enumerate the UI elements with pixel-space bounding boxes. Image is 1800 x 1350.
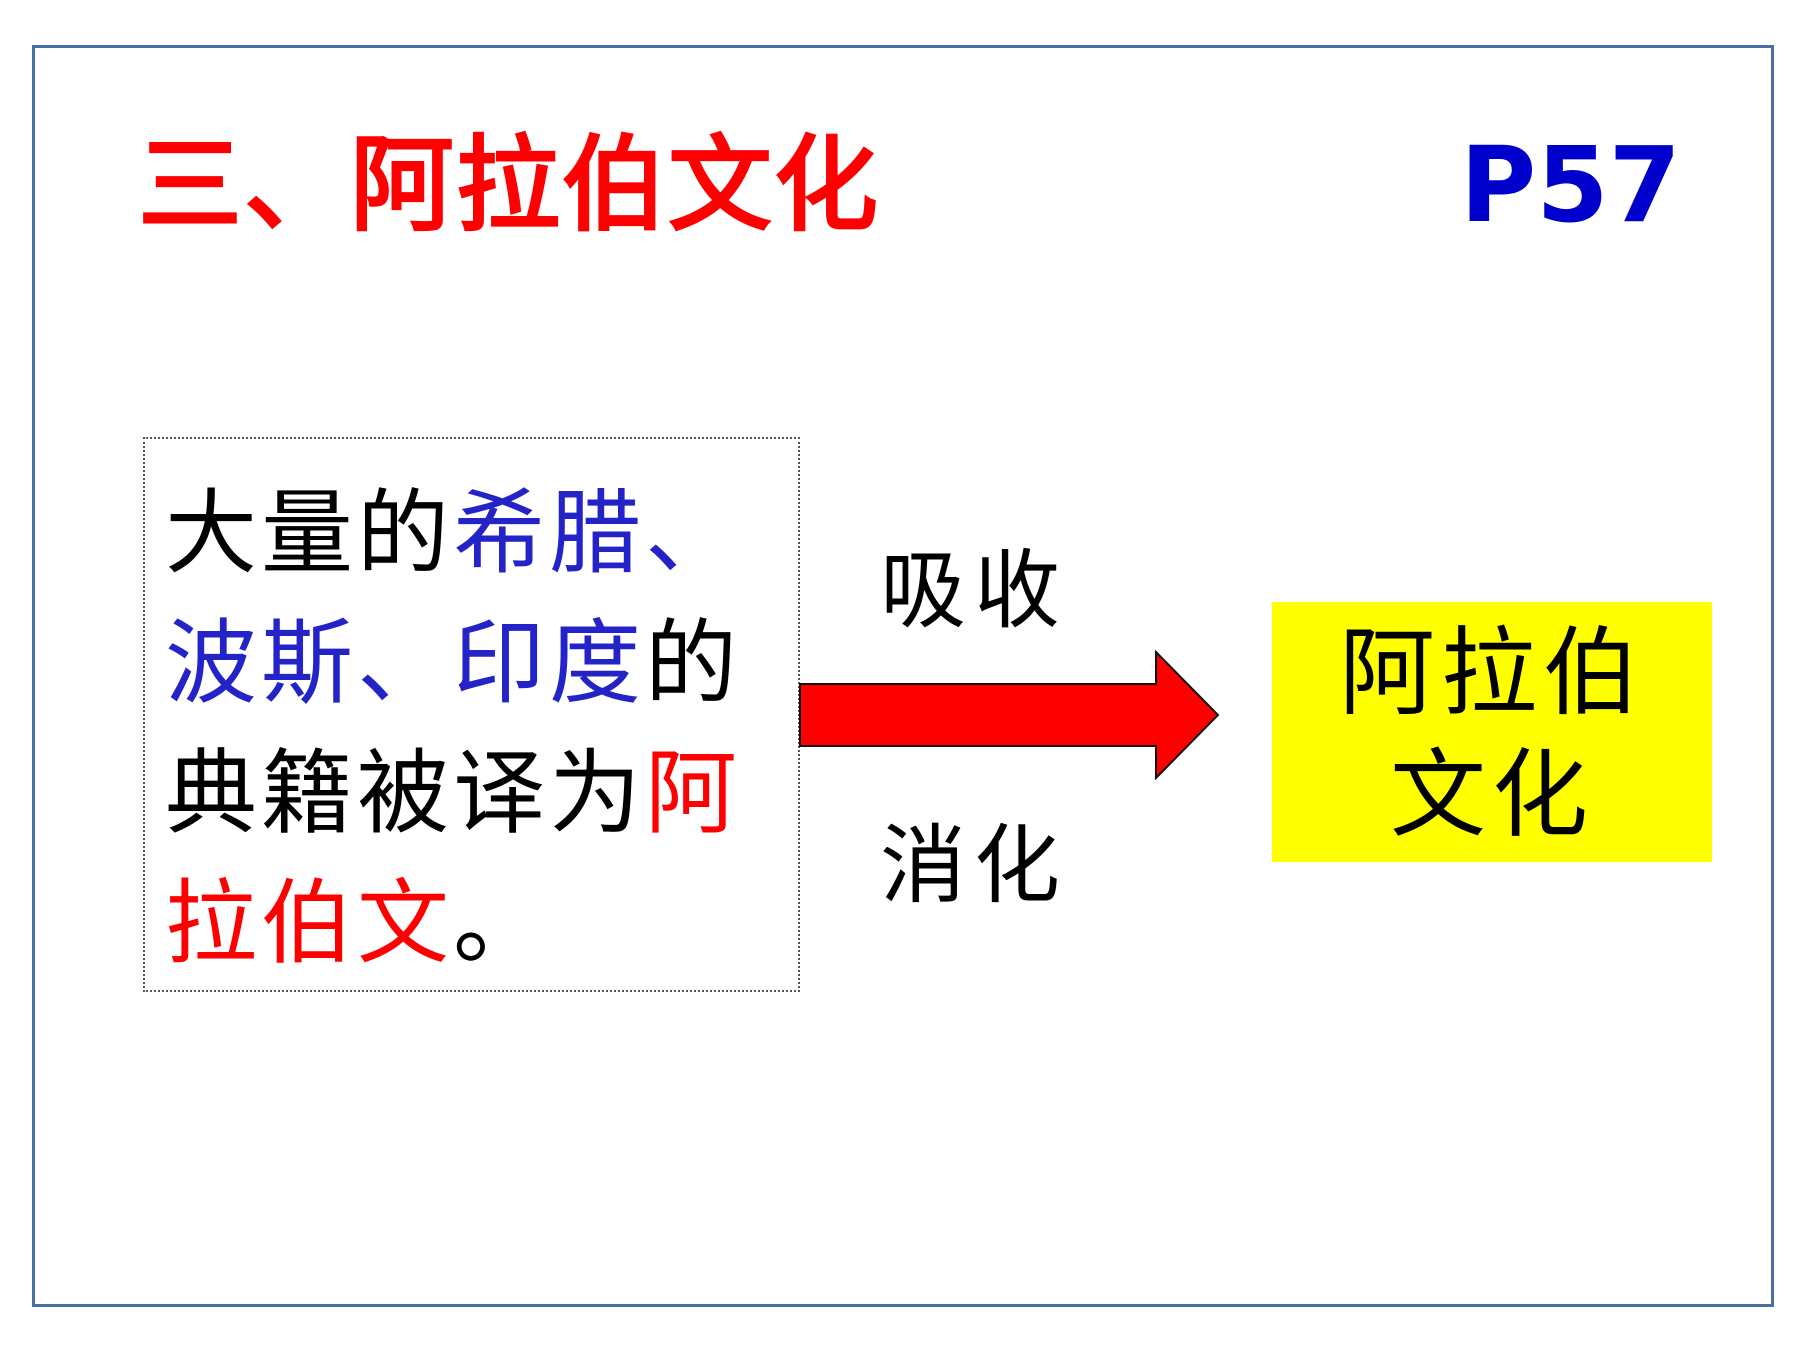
text-segment-highlight-blue: 希腊、波斯、印度: [165, 480, 742, 717]
result-line-1: 阿拉伯: [1339, 617, 1645, 729]
source-text-box: 大量的希腊、波斯、印度的典籍被译为阿拉伯文。: [143, 437, 800, 992]
right-arrow-icon: [799, 650, 1220, 780]
result-box: 阿拉伯 文化: [1272, 602, 1712, 862]
arrow-label-digest: 消化: [880, 816, 1068, 916]
page-reference: P57: [1460, 124, 1681, 246]
slide-frame: [32, 45, 1774, 1307]
result-line-2: 文化: [1390, 739, 1594, 851]
arrow-label-absorb: 吸收: [880, 541, 1068, 641]
text-segment: 。: [453, 870, 550, 977]
source-text: 大量的希腊、波斯、印度的典籍被译为阿拉伯文。: [165, 469, 785, 989]
result-text: 阿拉伯 文化: [1272, 612, 1712, 856]
slide-title: 三、阿拉伯文化: [138, 124, 881, 246]
text-segment-highlight-red: 阿拉伯文: [165, 740, 742, 977]
text-segment: 大量的: [165, 480, 454, 587]
text-segment: 的典籍被译为: [165, 610, 742, 847]
